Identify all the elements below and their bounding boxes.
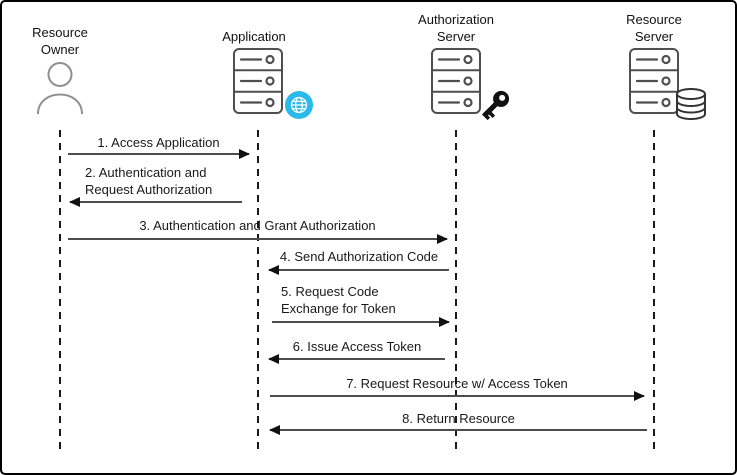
message-8-arrow xyxy=(269,425,647,435)
server-icon-authorization-server xyxy=(431,48,481,114)
message-5-label: 5. Request Code Exchange for Token xyxy=(281,284,396,316)
lifeline-authorization-server xyxy=(455,130,457,454)
message-1-arrow xyxy=(68,149,250,159)
message-8-label: 8. Return Resource xyxy=(402,411,515,426)
actor-title-resource-server: Resource Server xyxy=(626,12,682,44)
server-icon-application xyxy=(233,48,283,114)
actor-title-resource-owner: Resource Owner xyxy=(32,25,88,57)
lifeline-resource-server xyxy=(653,130,655,454)
message-2-arrow xyxy=(69,197,242,207)
lifeline-application xyxy=(257,130,259,454)
message-5-arrow xyxy=(272,317,450,327)
actor-title-application: Application xyxy=(222,29,286,44)
message-6-arrow xyxy=(268,354,445,364)
message-7-arrow xyxy=(270,391,645,401)
lifeline-resource-owner xyxy=(59,130,61,454)
key-icon xyxy=(481,90,510,121)
message-4-arrow xyxy=(268,265,449,275)
message-3-arrow xyxy=(68,234,448,244)
message-6-label: 6. Issue Access Token xyxy=(292,339,422,354)
server-icon-resource-server xyxy=(629,48,679,114)
message-7-label: 7. Request Resource w/ Access Token xyxy=(346,376,568,391)
message-2-label: 2. Authentication and Request Authorizat… xyxy=(85,165,213,197)
globe-icon xyxy=(285,91,313,119)
database-icon xyxy=(676,88,706,120)
person-icon xyxy=(37,62,83,115)
message-4-label: 4. Send Authorization Code xyxy=(279,249,439,264)
actor-title-authorization-server: Authorization Server xyxy=(418,12,494,44)
message-3-label: 3. Authentication and Grant Authorizatio… xyxy=(139,218,376,233)
message-1-label: 1. Access Application xyxy=(97,135,220,150)
